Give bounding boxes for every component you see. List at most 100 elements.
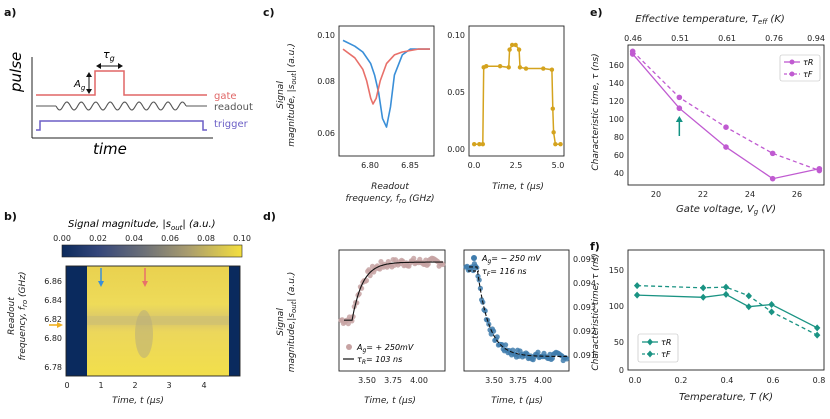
e-ytick-3: 100 — [609, 115, 624, 124]
e-series-1-point-4 — [816, 167, 823, 174]
heatmap-ytick-1: 6.84 — [44, 296, 62, 305]
panel-d-right-plot — [463, 261, 570, 364]
colorbar-tick-3: 0.06 — [161, 234, 179, 243]
c-right-series-0-point-5 — [497, 63, 503, 69]
panel-d-letter: d) — [263, 210, 276, 223]
d-right-xtick-1: 3.75 — [509, 376, 527, 385]
panel-d: d) Signal magnitude,|sout| (a.u.) 3.50 3… — [263, 210, 596, 406]
heatmap-y-label-1: Readout — [7, 297, 17, 335]
panel-c-right-plot — [471, 42, 563, 147]
c-right-series-0-point-13 — [541, 66, 546, 71]
d-right-legend-marker — [471, 255, 477, 261]
c-left-ytick-0: 0.10 — [317, 31, 335, 40]
c-right-series-0-point-15 — [550, 106, 555, 111]
e-legend-marker-r — [789, 59, 795, 65]
c-left-ytick-2: 0.06 — [317, 129, 335, 138]
f-series-1-point-5 — [813, 331, 821, 339]
d-right-ytick-0: 0.095 — [573, 255, 596, 264]
f-legend-marker-r — [647, 338, 653, 346]
f-legend-box — [637, 333, 679, 363]
panel-f-frame — [627, 249, 825, 371]
d-right-point-16 — [482, 308, 488, 314]
e-legend: τR τF — [779, 54, 821, 82]
f-series-0-point-3 — [745, 303, 752, 311]
amplitude-arrow-heads — [86, 72, 92, 94]
e-xtick-0: 20 — [651, 190, 661, 199]
c-right-series-0-point-17 — [553, 141, 558, 147]
d-right-xtick-2: 4.00 — [534, 376, 552, 385]
panel-b-letter: b) — [4, 210, 17, 223]
d-right-fit — [469, 266, 567, 357]
c-left-series-1-line — [342, 48, 430, 105]
panel-e: e) Effective temperature, Teff (K) 0.46 … — [590, 6, 825, 216]
colorbar-tick-1: 0.02 — [89, 234, 107, 243]
d-left-point-84 — [440, 261, 446, 268]
panel-f: f) 150 100 50 0 0.0 0.2 0.4 0.6 0.8 Temp… — [590, 240, 825, 403]
frequency-marker-head — [57, 322, 63, 328]
heatmap-xtick-1: 1 — [98, 381, 103, 390]
d-right-point-26 — [494, 334, 500, 340]
f-series-0-line — [637, 293, 818, 329]
f-ytick-1: 100 — [609, 302, 624, 311]
e-series-0-point-2 — [723, 144, 729, 150]
colorbar-tick-5: 0.10 — [233, 234, 251, 243]
d-left-xtick-1: 3.75 — [384, 376, 402, 385]
d-left-point-60 — [411, 255, 417, 261]
e-series-1-point-3 — [769, 150, 776, 157]
c-right-series-0-point-0 — [471, 141, 477, 147]
e-series-0-point-3 — [769, 175, 776, 182]
colorbar-tick-4: 0.08 — [197, 234, 215, 243]
c-right-x-label: Time, t (μs) — [492, 182, 544, 192]
e-xtick-3: 26 — [792, 190, 802, 199]
heatmap-y-ticks: 6.86 6.84 6.82 6.80 6.78 — [44, 277, 62, 372]
e-xtick-2: 24 — [745, 190, 755, 199]
d-right-point-33 — [503, 342, 509, 348]
panel-a: a) pulse time gate readout trigger τg Ag — [4, 6, 253, 158]
f-xtick-2: 0.4 — [721, 376, 734, 385]
f-legend: τR τF — [637, 333, 679, 363]
d-left-xtick-2: 4.00 — [410, 376, 428, 385]
e-y-ticks: 160 140 120 100 80 60 40 — [609, 61, 624, 178]
c-right-series-0-point-16 — [551, 130, 556, 135]
c-right-ytick-2: 0.00 — [447, 145, 465, 154]
c-right-xtick-2: 5.0 — [552, 161, 565, 170]
heatmap-xtick-4: 4 — [201, 381, 206, 390]
panel-a-letter: a) — [4, 6, 16, 19]
colorbar-tick-2: 0.04 — [125, 234, 143, 243]
d-left-x-label: Time, t (μs) — [364, 396, 416, 406]
d-right-point-60 — [535, 349, 541, 355]
heatmap-xtick-0: 0 — [64, 381, 69, 390]
e-annotation-arrow-head — [675, 116, 683, 122]
c-left-xtick-0: 6.80 — [361, 161, 379, 170]
e-ytick-2: 120 — [609, 97, 624, 106]
f-series-1-point-1 — [700, 284, 707, 292]
heatmap-ytick-0: 6.86 — [44, 277, 62, 286]
c-left-ytick-1: 0.08 — [317, 77, 335, 86]
e-ytick-6: 40 — [614, 169, 624, 178]
c-right-series-0-point-2 — [480, 141, 486, 147]
blue-time-arrow-head — [98, 281, 104, 287]
f-y-ticks: 150 100 50 0 — [609, 266, 624, 375]
red-time-arrow-head — [142, 281, 148, 287]
d-right-xtick-0: 3.50 — [485, 376, 503, 385]
f-series-1-point-3 — [745, 292, 752, 300]
e-top-tick-2: 0.61 — [718, 34, 736, 43]
heatmap-frame — [65, 265, 241, 377]
f-series-0-point-4 — [768, 301, 775, 309]
readout-label: readout — [214, 102, 253, 113]
d-right-point-72 — [549, 355, 556, 361]
heatmap-x-ticks: 0 1 2 3 4 — [64, 381, 206, 390]
d-right-y-ticks: 0.095 0.094 0.093 0.092 0.091 — [573, 255, 596, 360]
c-right-series-0-point-1 — [477, 141, 482, 147]
f-ytick-2: 50 — [614, 338, 624, 347]
f-xtick-0: 0.0 — [629, 376, 642, 385]
d-left-point-9 — [349, 318, 355, 324]
f-legend-label-f: τF — [661, 350, 671, 359]
e-legend-marker-f — [789, 71, 795, 77]
panel-e-frame — [627, 44, 825, 186]
panel-e-plot — [629, 48, 823, 182]
e-legend-label-f: τF — [803, 70, 813, 79]
heatmap-ytick-4: 6.78 — [44, 363, 62, 372]
d-right-legend-tau: τF= 116 ns — [482, 267, 527, 278]
